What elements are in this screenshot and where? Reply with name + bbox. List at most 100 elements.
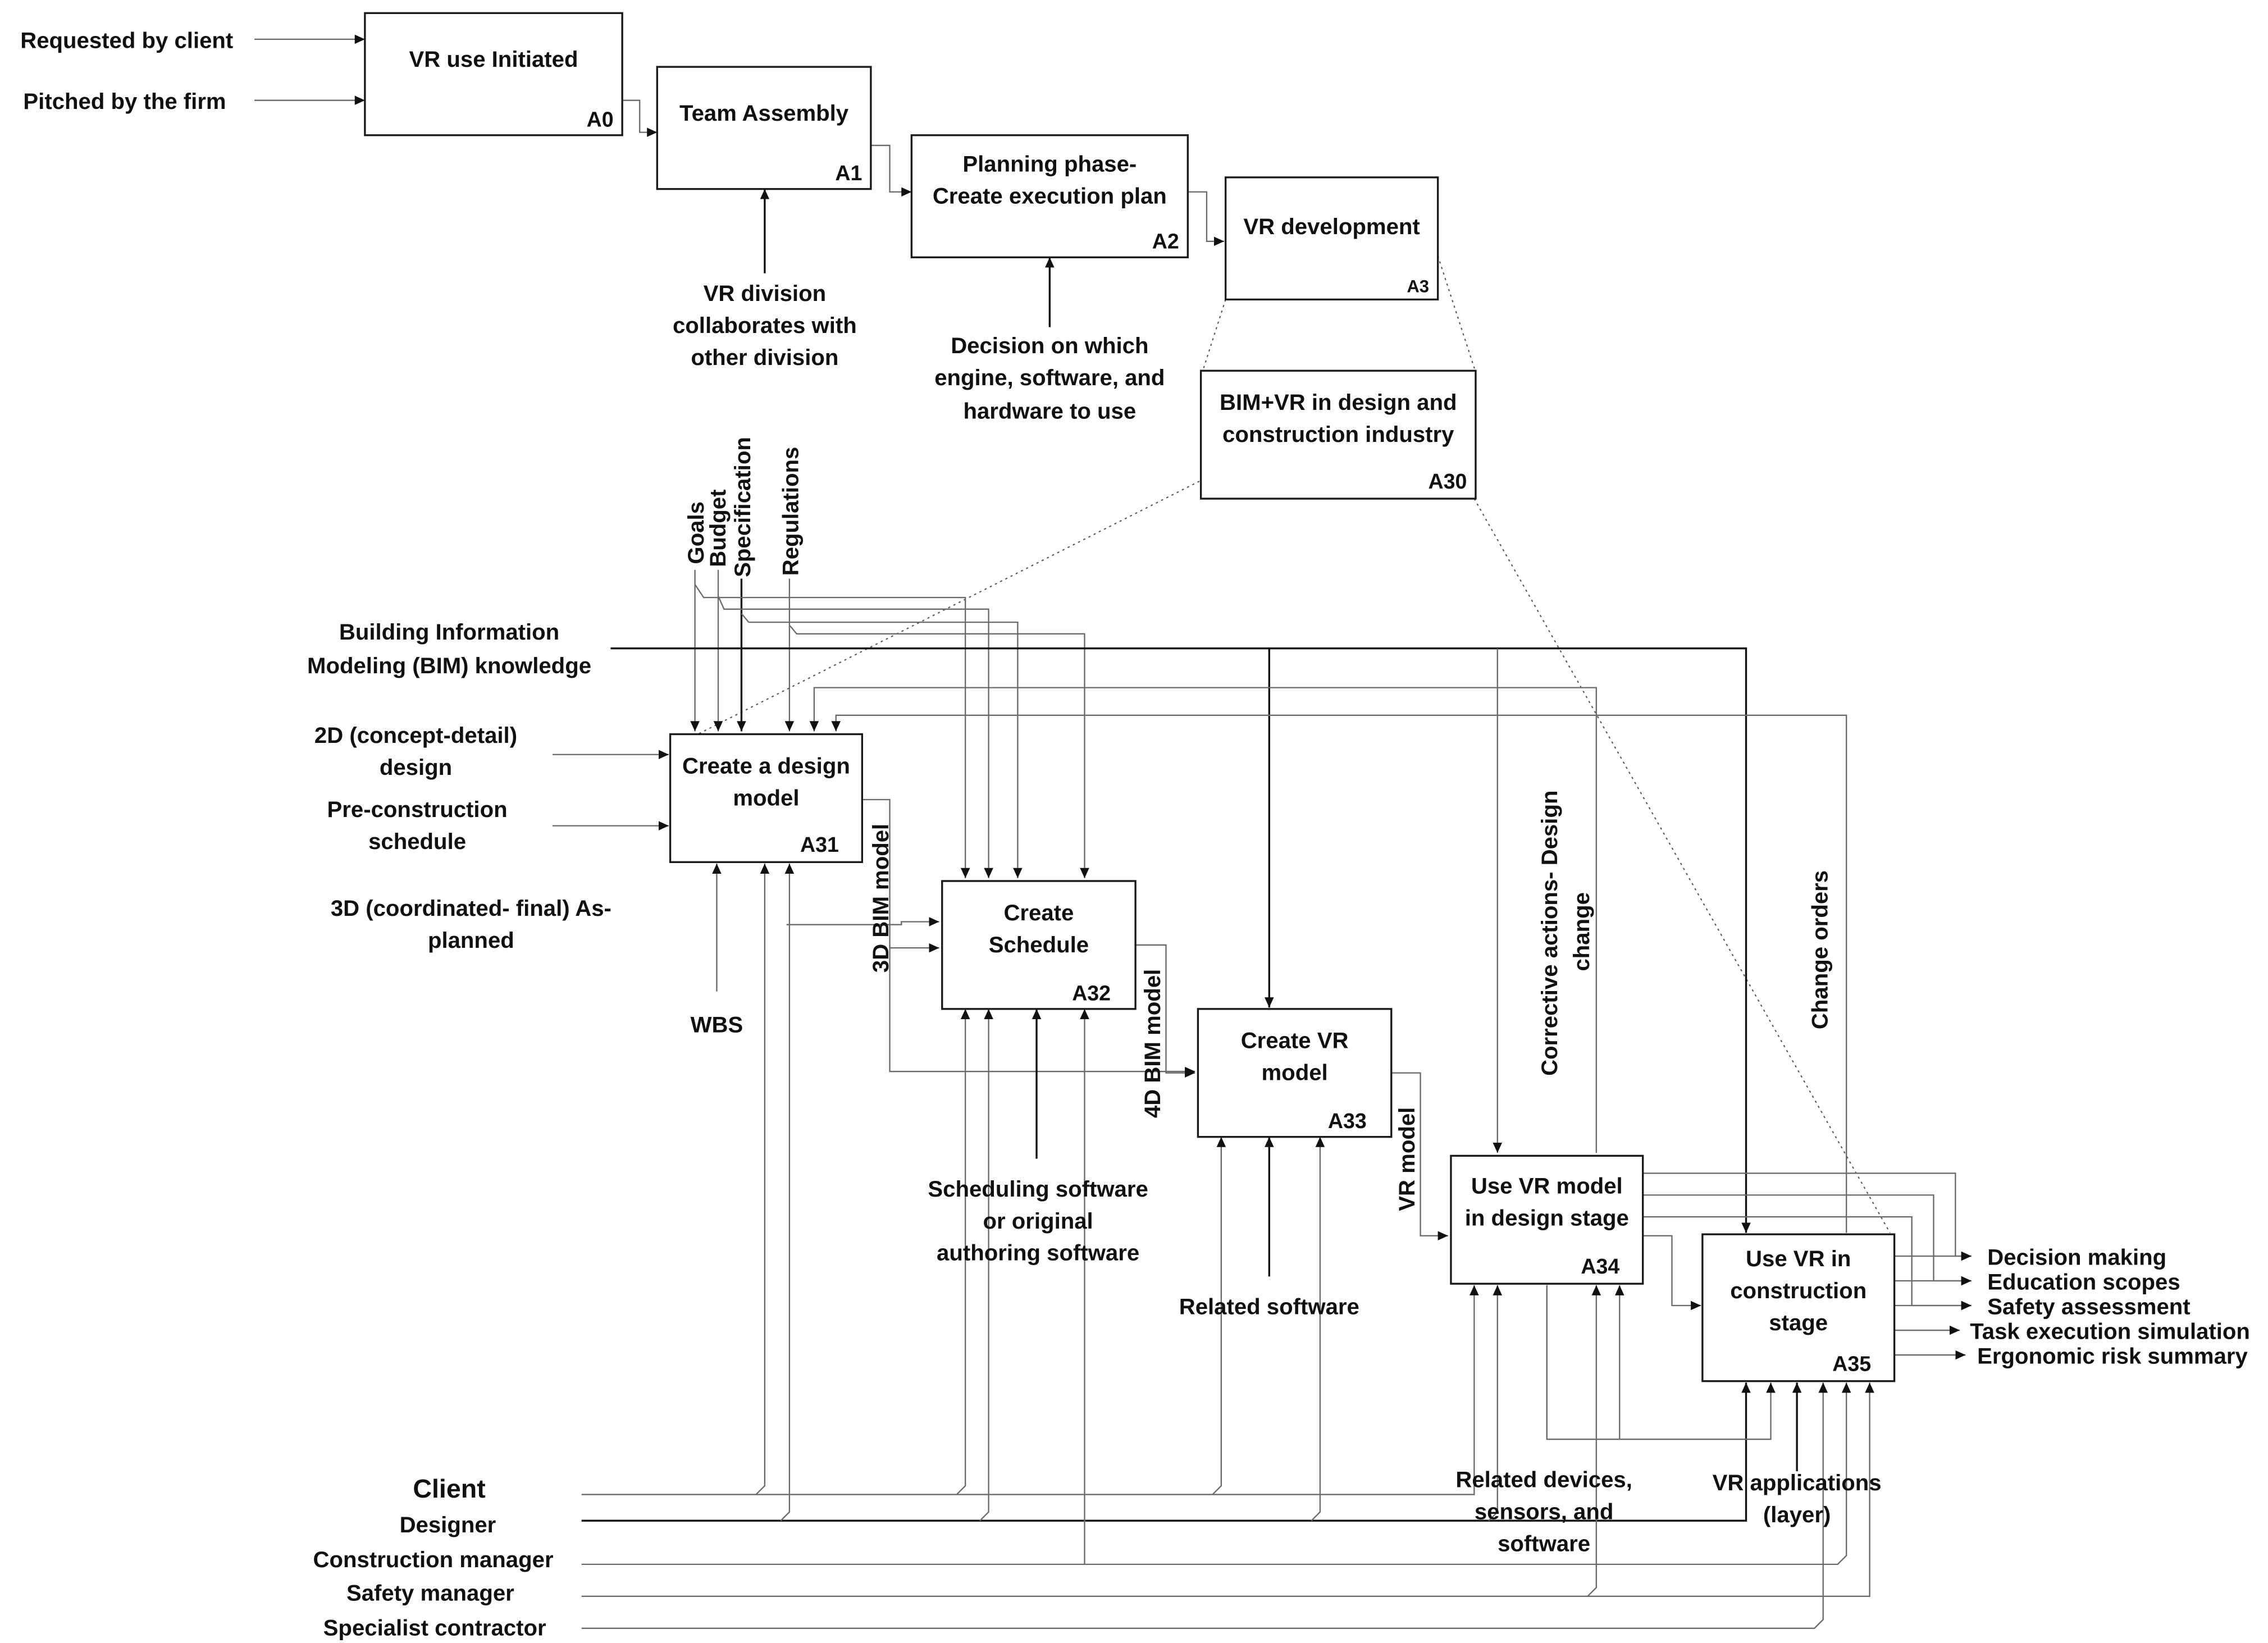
output-4d-bim [1135, 944, 1195, 1078]
label-vr-model: VR model [1394, 1107, 1420, 1211]
box-code: A30 [1429, 469, 1467, 493]
label-safety-manager: Safety manager [346, 1581, 514, 1606]
box-title-line1: Create [1003, 900, 1074, 925]
feedback-change-orders [831, 714, 1847, 1233]
label-related-devices: sensors, and [1475, 1499, 1614, 1525]
label-goals: Goals [683, 501, 709, 564]
label-related-devices: software [1498, 1531, 1590, 1557]
feedback-corrective [809, 687, 1597, 1153]
label-decision-engine: hardware to use [963, 399, 1136, 424]
box-code: A0 [587, 107, 614, 131]
label-bim-knowledge: Building Information [339, 619, 559, 645]
box-title-line1: BIM+VR in design and [1220, 390, 1457, 415]
box-title-line2: construction industry [1222, 422, 1454, 447]
box-title-line1: Planning phase- [962, 152, 1137, 177]
label-change-orders: Change orders [1807, 870, 1832, 1029]
box-title: VR development [1243, 214, 1420, 239]
mech-designer [581, 1382, 1751, 1522]
box-title-line2: model [1262, 1060, 1328, 1085]
mech-client [581, 1285, 1479, 1495]
output-a34-a35 [1642, 1235, 1701, 1311]
label-scheduling-software: Scheduling software [928, 1176, 1148, 1202]
box-code: A34 [1581, 1254, 1619, 1278]
label-related-devices: Related devices, [1455, 1467, 1632, 1493]
box-code: A31 [800, 833, 839, 856]
box-a0: VR use Initiated A0 [364, 12, 623, 136]
control-a32-3 [741, 613, 1023, 878]
mech-specialist [581, 1382, 1828, 1629]
label-preconstruction-schedule: Pre-construction [327, 797, 508, 822]
arrow-a1-a2 [870, 144, 912, 197]
control-a32-2 [717, 596, 993, 878]
box-title-line2: model [733, 785, 799, 810]
output-vr-model [1391, 1072, 1448, 1241]
box-a3: VR development A3 [1224, 176, 1439, 301]
box-code: A32 [1072, 981, 1111, 1005]
control-a32-4 [788, 624, 1089, 878]
label-vr-division: VR division [704, 281, 826, 306]
box-code: A33 [1328, 1109, 1367, 1133]
box-code: A2 [1152, 230, 1179, 253]
decomp-line [1473, 498, 1891, 1234]
label-scheduling-software: or original [983, 1208, 1093, 1234]
label-vr-applications: (layer) [1763, 1502, 1831, 1527]
box-a2: Planning phase- Create execution plan A2 [910, 134, 1189, 258]
input-3d-coordinated [786, 917, 939, 927]
box-title-line2: construction [1730, 1278, 1867, 1303]
label-decision-engine: engine, software, and [934, 365, 1165, 390]
arrow-a2-a3 [1188, 191, 1225, 247]
box-title-line2: in design stage [1465, 1206, 1629, 1231]
box-code: A3 [1407, 276, 1429, 296]
label-pitched-by-firm: Pitched by the firm [23, 89, 226, 114]
label-regulations: Regulations [778, 447, 803, 576]
label-4d-bim-model: 4D BIM model [1140, 969, 1165, 1118]
label-requested-by-client: Requested by client [20, 28, 233, 53]
decomp-line [1437, 255, 1476, 373]
label-client: Client [413, 1474, 485, 1503]
outputs: Decision making Education scopes Safety … [1970, 1245, 2250, 1369]
box-a34: Use VR model in design stage A34 [1450, 1154, 1644, 1285]
label-corrective-actions: change [1569, 892, 1594, 971]
output-ergonomic-risk: Ergonomic risk summary [1977, 1344, 2248, 1369]
box-title-line1: Use VR in [1746, 1246, 1851, 1271]
label-related-software: Related software [1179, 1294, 1359, 1320]
label-3d-coordinated: 3D (coordinated- final) As- [331, 896, 612, 921]
label-corrective-actions: Corrective actions- Design [1537, 791, 1562, 1076]
box-title-line1: Create VR [1241, 1028, 1349, 1053]
output-3d-bim [862, 798, 939, 953]
box-title-line2: Create execution plan [933, 183, 1167, 208]
label-wbs: WBS [691, 1012, 743, 1037]
box-title: Team Assembly [679, 101, 849, 126]
label-specialist-contractor: Specialist contractor [323, 1615, 546, 1641]
box-title-line3: stage [1769, 1310, 1828, 1335]
label-vr-division: other division [691, 345, 838, 370]
box-code: A35 [1832, 1352, 1871, 1376]
label-construction-manager: Construction manager [313, 1547, 554, 1572]
label-3d-coordinated: planned [428, 928, 514, 953]
decomp-line [697, 481, 1200, 735]
mech-construction-manager [581, 1008, 1089, 1566]
box-title: VR use Initiated [409, 47, 578, 72]
box-title-line2: Schedule [989, 932, 1089, 957]
label-2d-design: 2D (concept-detail) [314, 723, 517, 748]
connectors [254, 34, 1972, 1629]
mech-safety-manager [581, 1382, 1874, 1597]
decomp-line [1202, 299, 1226, 373]
output-education-scopes: Education scopes [1987, 1270, 2180, 1295]
label-preconstruction-schedule: schedule [368, 829, 466, 854]
label-3d-bim-model: 3D BIM model [868, 824, 893, 973]
labels: Requested by client Pitched by the firm … [20, 28, 1881, 1640]
box-title-line1: Create a design [682, 753, 850, 778]
mech-related-devices [1546, 1285, 1776, 1440]
label-designer: Designer [400, 1512, 496, 1537]
box-a32: Create Schedule A32 [941, 880, 1137, 1010]
output-decision-making: Decision making [1987, 1245, 2166, 1270]
box-a30: BIM+VR in design and construction indust… [1199, 369, 1477, 500]
label-2d-design: design [380, 755, 452, 780]
output-task-execution: Task execution simulation [1970, 1319, 2250, 1344]
box-a33: Create VR model A33 [1197, 1008, 1393, 1138]
label-scheduling-software: authoring software [937, 1240, 1139, 1266]
label-vr-division: collaborates with [673, 313, 857, 338]
